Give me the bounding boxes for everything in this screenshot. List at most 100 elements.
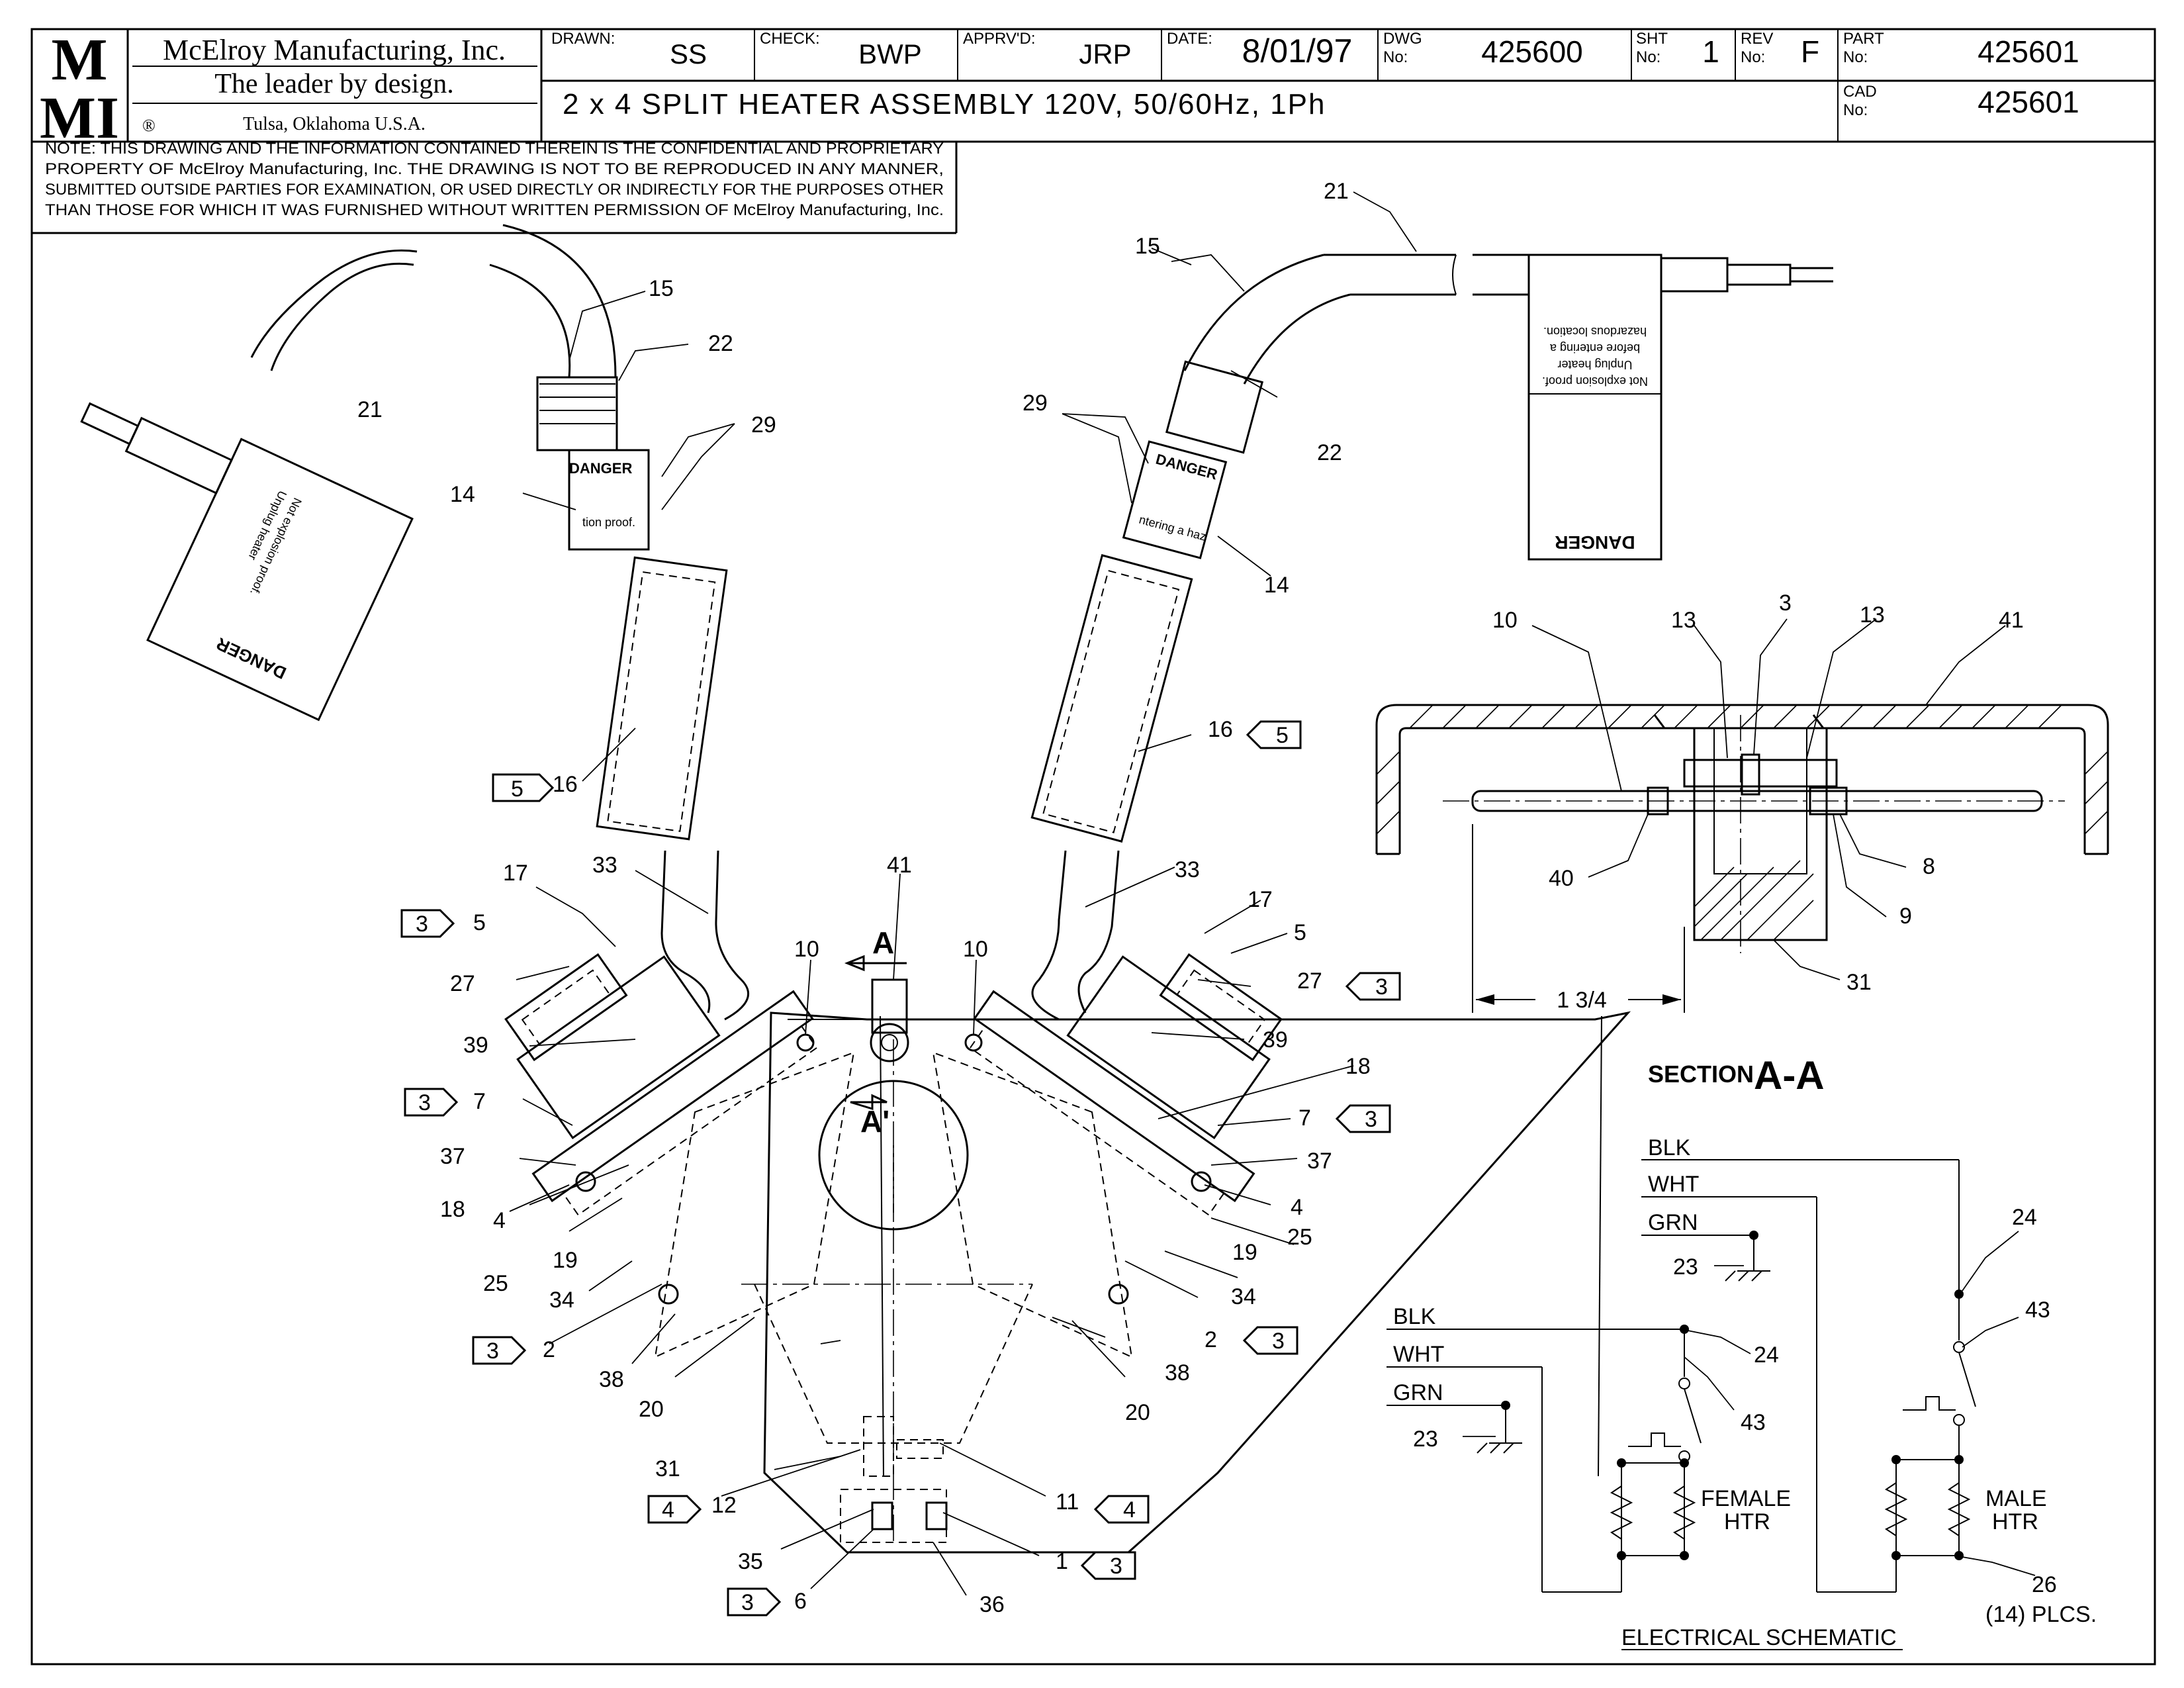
- section-hatching: [1376, 704, 2109, 941]
- sheet-border: [30, 28, 2156, 1665]
- female-htr-label-2: HTR: [1724, 1509, 1770, 1534]
- callout: 23: [1413, 1427, 1438, 1452]
- callout: 33: [592, 853, 617, 878]
- company-name: McElroy Manufacturing, Inc.: [163, 34, 506, 66]
- wire-label-grn: GRN: [1393, 1380, 1443, 1405]
- sht-label-1: SHT: [1636, 30, 1668, 48]
- callout: 10: [1492, 608, 1518, 633]
- callout: 37: [1307, 1149, 1332, 1174]
- callout: 3: [1779, 590, 1792, 616]
- left-connector-danger: DANGER: [569, 460, 632, 477]
- date-value: 8/01/97: [1242, 32, 1353, 70]
- flag-note: 3: [741, 1590, 754, 1615]
- schematic-title: ELECTRICAL SCHEMATIC: [1621, 1625, 1897, 1650]
- callout: 40: [1549, 866, 1574, 891]
- callout: 12: [711, 1493, 737, 1518]
- part-value: 425601: [1978, 34, 2079, 69]
- flag-note: 3: [486, 1338, 499, 1364]
- callout: 39: [1263, 1027, 1288, 1053]
- right-heater-housing: [969, 953, 1283, 1216]
- callout: 39: [463, 1033, 488, 1058]
- flag-note: 3: [418, 1090, 431, 1115]
- callout: 35: [738, 1549, 763, 1574]
- callout: 29: [751, 412, 776, 438]
- flag-note: 4: [1123, 1497, 1136, 1523]
- callout: 37: [440, 1144, 465, 1169]
- flag-note: 3: [1365, 1107, 1377, 1132]
- callout: 2: [1205, 1327, 1217, 1352]
- logo-mark-bottom: MI: [40, 85, 119, 151]
- note-line: SUBMITTED OUTSIDE PARTIES FOR EXAMINATIO…: [45, 181, 944, 199]
- drawn-label: DRAWN:: [551, 30, 615, 48]
- cad-value: 425601: [1978, 85, 2079, 119]
- callout: 14: [1264, 573, 1289, 598]
- callout: 14: [450, 482, 475, 507]
- callout: 15: [649, 276, 674, 301]
- section-id: A-A: [1754, 1053, 1825, 1098]
- callout: 31: [1846, 970, 1872, 995]
- callout: 27: [1297, 968, 1322, 994]
- flag-note: 5: [511, 776, 523, 802]
- callout: 19: [553, 1248, 578, 1273]
- callout: 31: [655, 1456, 680, 1481]
- callout: 17: [503, 861, 528, 886]
- callout: 8: [1923, 854, 1935, 879]
- plcs-note: (14) PLCS.: [1985, 1602, 2097, 1627]
- right-tag-danger: DANGER: [1555, 532, 1635, 553]
- flag-note: 5: [1276, 723, 1289, 748]
- callout: 15: [1135, 234, 1160, 259]
- apprvd-label: APPRV'D:: [963, 30, 1036, 48]
- tab-41: [871, 978, 908, 1034]
- right-tag-text-1: Not explosion proof.: [1542, 375, 1648, 388]
- wire-label-wht: WHT: [1648, 1172, 1699, 1197]
- right-connector-danger: DANGER: [1154, 451, 1220, 483]
- section-word: SECTION: [1648, 1060, 1754, 1088]
- leader-lines: [509, 191, 1417, 1596]
- callout: 4: [493, 1208, 506, 1233]
- callout: 38: [1165, 1360, 1190, 1385]
- section-a-a-view: 1 3/4 10 13 3 13 41 40 8 9 31 SECTION A-…: [1375, 590, 2109, 1098]
- callout: 20: [1125, 1400, 1150, 1425]
- callout: 7: [473, 1089, 486, 1114]
- callout: 36: [979, 1592, 1005, 1617]
- flag-note: 3: [1272, 1329, 1285, 1354]
- callout: 25: [483, 1271, 508, 1296]
- callout: 9: [1899, 904, 1912, 929]
- dwg-label-2: No:: [1383, 48, 1408, 66]
- dwg-value: 425600: [1481, 34, 1583, 69]
- male-htr-label-1: MALE: [1985, 1486, 2047, 1511]
- part-label-1: PART: [1843, 30, 1884, 48]
- callout: 29: [1023, 391, 1048, 416]
- check-value: BWP: [858, 38, 922, 70]
- callout: 10: [794, 937, 819, 962]
- callout: 16: [1208, 717, 1233, 742]
- wire-label-blk: BLK: [1393, 1304, 1436, 1329]
- registered-mark: ®: [142, 116, 156, 135]
- note-line: THAN THOSE FOR WHICH IT WAS FURNISHED WI…: [45, 201, 944, 219]
- callout: 17: [1248, 887, 1273, 912]
- right-connector-text: ntering a haz: [1138, 513, 1208, 543]
- flag-note: 3: [416, 912, 428, 937]
- flag-note: 3: [1110, 1554, 1122, 1579]
- flag-note: 4: [662, 1497, 674, 1523]
- callout: 34: [1231, 1284, 1256, 1309]
- date-label: DATE:: [1167, 30, 1212, 48]
- callout: 41: [1999, 608, 2024, 633]
- callout: 33: [1175, 857, 1200, 882]
- fastener-10-left: [796, 1033, 815, 1052]
- callout: 11: [1056, 1489, 1079, 1515]
- mmi-logo: M MI: [40, 27, 119, 151]
- callout: 41: [887, 853, 912, 878]
- callout: 43: [2025, 1297, 2050, 1323]
- cad-label-1: CAD: [1843, 83, 1877, 101]
- confidential-note: NOTE: THIS DRAWING AND THE INFORMATION C…: [45, 140, 944, 219]
- sht-label-2: No:: [1636, 48, 1661, 66]
- dwg-label-1: DWG: [1383, 30, 1422, 48]
- right-tag-text-4: hazardous location.: [1543, 325, 1647, 338]
- company-tagline: The leader by design.: [214, 69, 454, 99]
- callout: 6: [794, 1589, 807, 1614]
- callout: 20: [639, 1397, 664, 1422]
- callout: 13: [1860, 602, 1885, 628]
- right-tag-text-3: before entering a: [1549, 342, 1640, 355]
- female-htr-label-1: FEMALE: [1701, 1486, 1791, 1511]
